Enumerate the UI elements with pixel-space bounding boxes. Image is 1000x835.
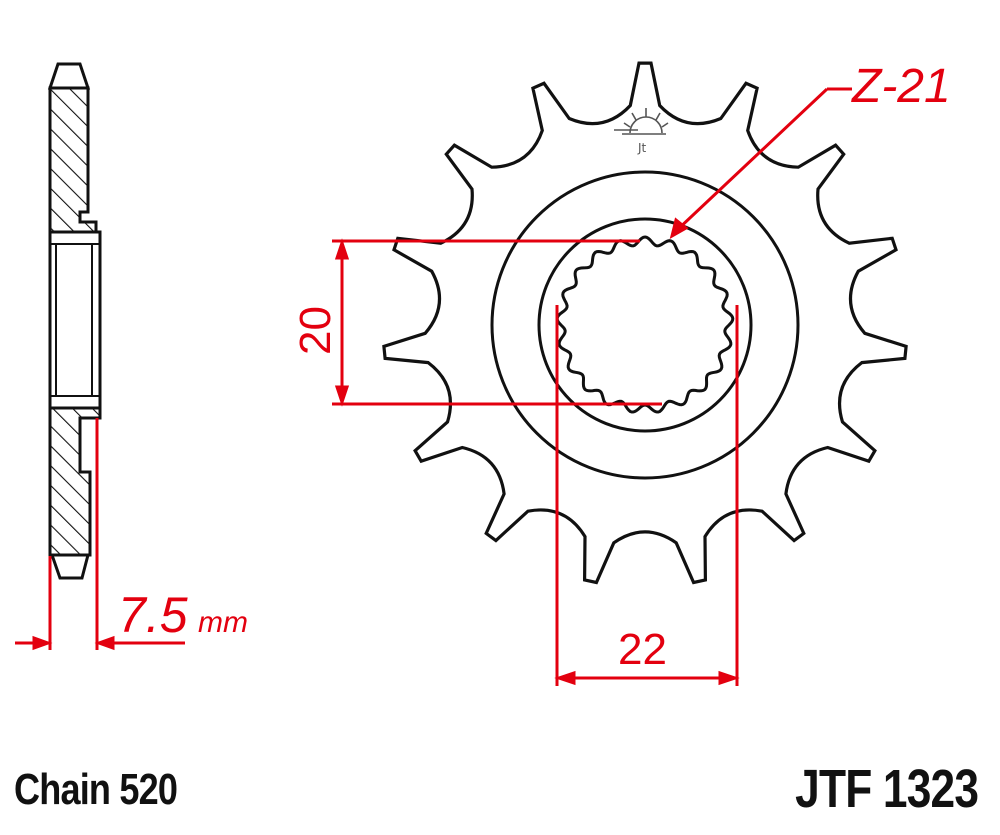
outer-diameter-value: 22	[618, 625, 667, 674]
spline-count-callout: Z-21	[669, 60, 951, 240]
part-number-label: JTF 1323	[795, 759, 979, 819]
side-section-view	[47, 62, 102, 580]
sprocket-front-view: Jt	[382, 61, 908, 585]
inner-diameter-value: 20	[291, 306, 340, 355]
thickness-value: 7.5	[118, 587, 188, 643]
thickness-unit: mm	[198, 606, 248, 639]
side-tooth-top	[47, 62, 91, 90]
side-lower-section	[48, 406, 102, 557]
outer-diameter-dimension: 22	[554, 305, 740, 686]
inner-diameter-dimension: 20	[291, 238, 662, 407]
side-upper-section	[48, 86, 98, 234]
spline-outline	[555, 235, 735, 414]
spline-count-label: Z-21	[851, 60, 951, 113]
hub-outer-circle	[490, 170, 800, 480]
hub-inner-circle	[537, 217, 753, 433]
chain-size-label: Chain 520	[14, 765, 178, 814]
side-tooth-bottom	[49, 553, 90, 580]
thickness-dimension: 7.5 mm	[15, 418, 248, 651]
sprocket-outline	[382, 61, 908, 585]
svg-text:Jt: Jt	[637, 141, 647, 155]
manufacturer-logo-icon: Jt	[614, 108, 669, 155]
